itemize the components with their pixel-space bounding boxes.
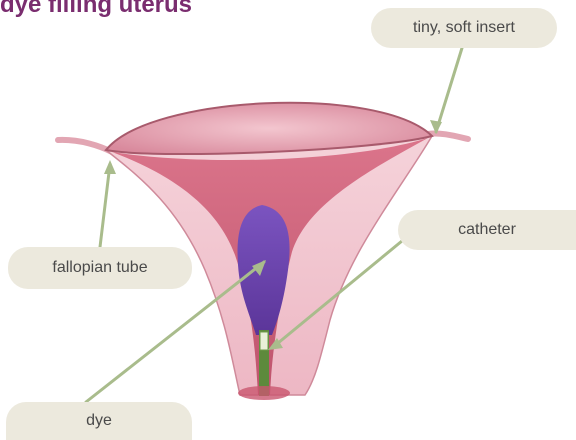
label-dye: dye bbox=[6, 402, 192, 440]
catheter-tip bbox=[260, 332, 268, 350]
left-fallopian-tube bbox=[58, 140, 112, 152]
right-fallopian-tube bbox=[428, 133, 468, 139]
label-tiny-soft-insert: tiny, soft insert bbox=[371, 8, 557, 48]
leader-line-fallopian bbox=[100, 164, 110, 247]
label-fallopian-tube: fallopian tube bbox=[8, 247, 192, 289]
arrowhead-fallopian bbox=[104, 160, 116, 174]
cervix bbox=[238, 386, 290, 400]
leader-line-insert bbox=[436, 48, 462, 132]
label-catheter: catheter bbox=[398, 210, 576, 250]
